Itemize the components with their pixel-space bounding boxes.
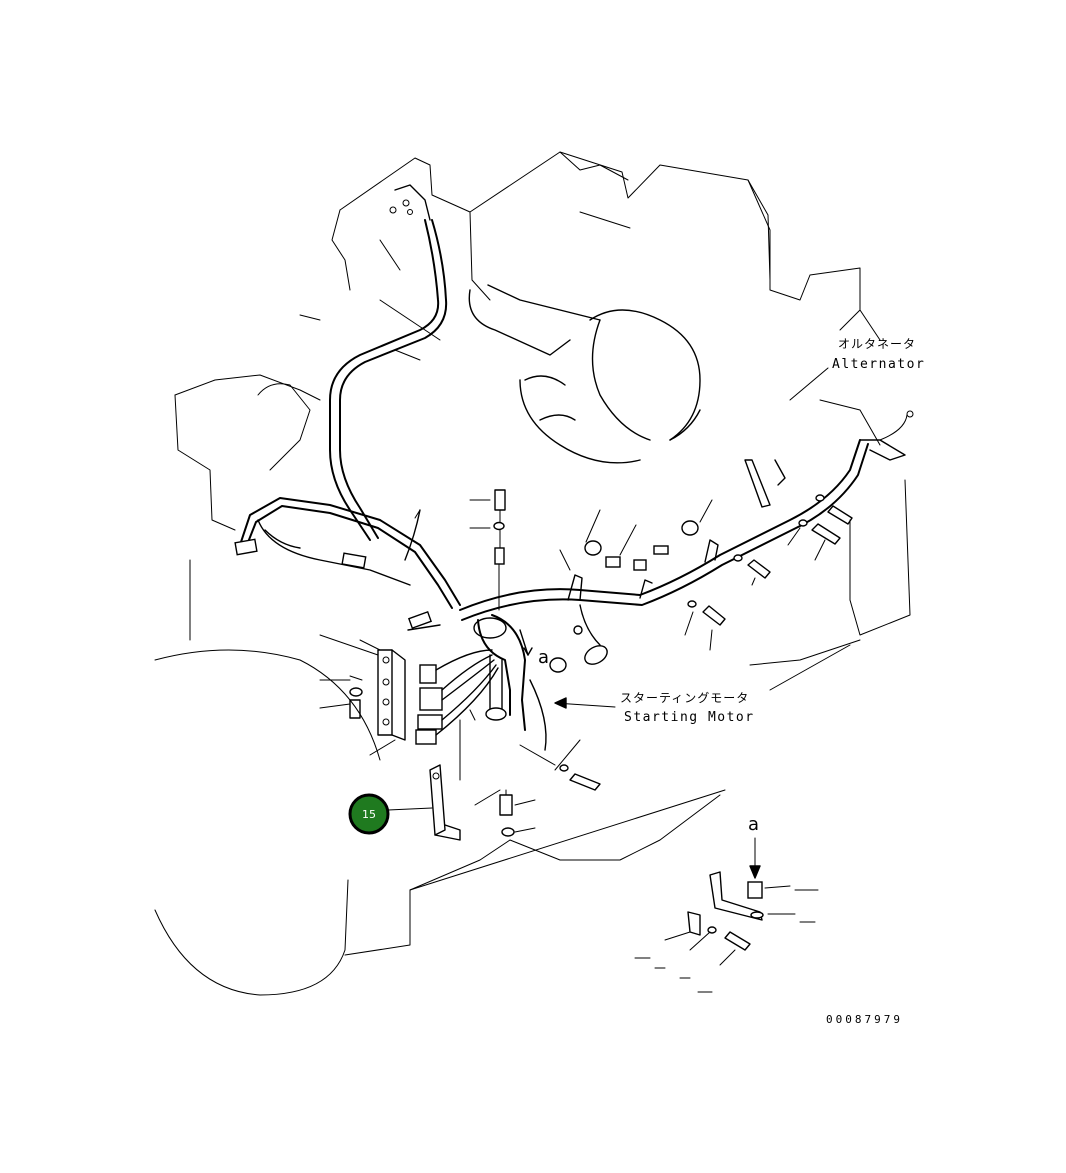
alternator-label-jp: オルタネータ [838,337,916,351]
relay-bracket [319,634,499,756]
detail-a-inset: a [634,814,819,993]
drawing-number: 00087979 [826,1013,903,1026]
starting-motor-label-jp: スターティングモータ [620,691,749,705]
detail-ref-label-main: a [538,647,549,668]
engine-outline [154,151,911,996]
callout-15[interactable]: 15 [348,793,433,835]
upper-harness [329,184,448,541]
lower-harness [234,497,461,631]
alternator-label-en: Alternator [832,357,925,372]
detail-ref-label-inset: a [748,814,759,835]
center-bolt-assembly: a [469,489,567,731]
alternator-leader [789,367,829,401]
starting-motor-leader [529,679,616,751]
starting-motor-label-en: Starting Motor [624,710,755,725]
lower-bracket [429,719,601,841]
turbocharger [468,284,701,464]
alternator-hardware [559,494,853,651]
callout-number: 15 [362,808,376,821]
